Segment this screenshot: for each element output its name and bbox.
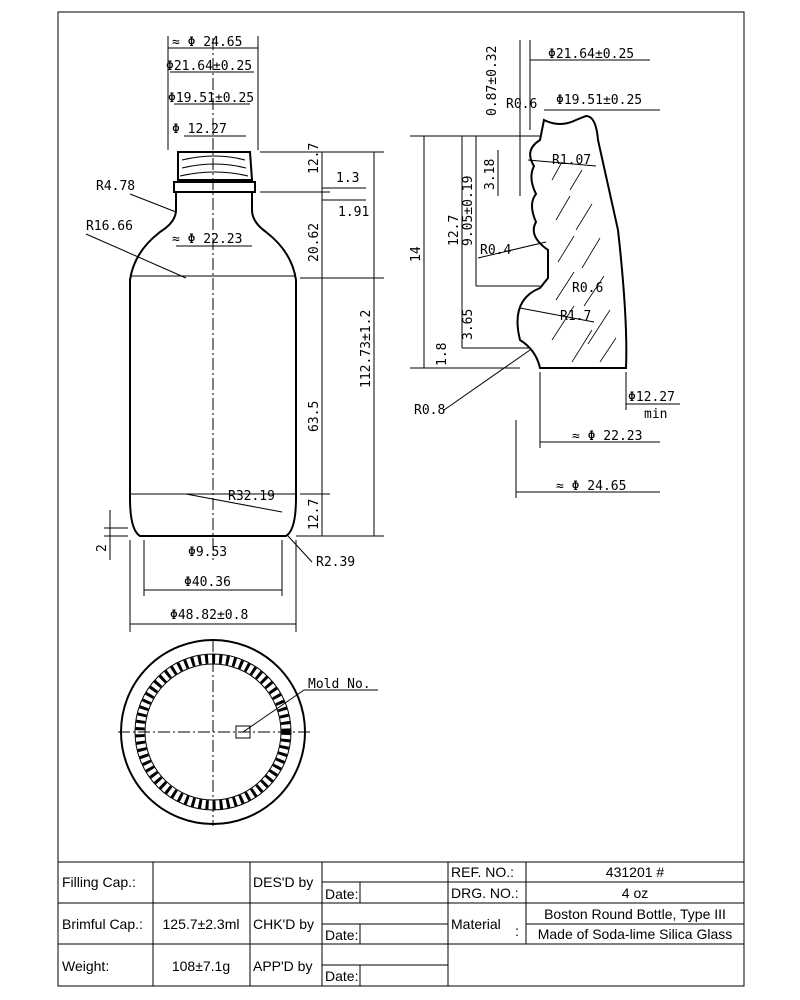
bottle-body-outline [129,192,297,537]
drg-no-value: 4 oz [622,885,648,901]
dim-r107: R1.07 [552,153,591,168]
bottle-finish [177,151,254,181]
material-line-1: Boston Round Bottle, Type III [544,906,726,922]
dim-3-65: 3.65 [461,309,476,340]
dim-0-87: 0.87±0.32 [485,46,500,116]
drawing-border [57,11,745,987]
dim-d4882: Φ48.82±0.8 [170,608,248,623]
checked-by-label: CHK'D by [253,916,314,932]
dim-r08: R0.8 [414,403,445,418]
material-label: Material [451,916,501,932]
dim-h191: 1.91 [338,205,369,220]
drg-no-label: DRG. NO.: [451,885,519,901]
dim-14: 14 [409,246,424,262]
dim-h2062: 20.62 [307,223,322,262]
brimful-cap-label: Brimful Cap.: [62,916,143,932]
dim-detail-d2223: ≈ Φ 22.23 [572,429,642,444]
weight-value: 108±7.1g [172,958,230,974]
finish-detail-section: 0.87±0.32 Φ21.64±0.25 R0.6 Φ19.51±0.25 R… [409,40,680,498]
dim-r239: R2.39 [316,555,355,570]
designed-date-label: Date: [325,886,358,902]
dim-detail-d2465: ≈ Φ 24.65 [556,479,626,494]
checked-date-label: Date: [325,927,358,943]
mold-no-label: Mold No. [308,677,371,692]
weight-label: Weight: [62,958,109,974]
dim-min: min [644,407,667,422]
dim-root-dia: Φ19.51±0.25 [168,91,254,106]
brimful-cap-value: 125.7±2.3ml [163,916,240,932]
dim-top-dia: ≈ Φ 24.65 [172,35,242,50]
dim-r06-top: R0.6 [506,97,537,112]
approved-by-label: APP'D by [253,958,312,974]
bottle-bottom-view: Mold No. [118,639,378,826]
dim-neck-dia: ≈ Φ 22.23 [172,232,242,247]
neck-ring [173,181,256,193]
dim-d953: Φ9.53 [188,545,227,560]
approved-date-label: Date: [325,968,358,984]
dim-bore-dia: Φ 12.27 [172,122,227,137]
dim-h2: 2 [95,544,110,552]
dim-h127-bot: 12.7 [307,499,322,530]
dim-9-05: 9.05±0.19 [461,176,476,246]
dim-r04: R0.4 [480,243,511,258]
mold-number-box [235,725,251,739]
dim-3-18: 3.18 [483,159,498,190]
dim-thread-dia: Φ21.64±0.25 [166,59,252,74]
material-separator: : [508,923,519,939]
dim-1-8: 1.8 [435,343,450,366]
bottle-elevation: ≈ Φ 24.65 Φ21.64±0.25 Φ19.51±0.25 Φ 12.2… [85,35,384,632]
dim-d4036: Φ40.36 [184,575,231,590]
finish-profile [516,114,628,369]
dim-r478: R4.78 [96,179,135,194]
dim-detail-d2164: Φ21.64±0.25 [548,47,634,62]
section-hatching [551,161,617,363]
material-line-2: Made of Soda-lime Silica Glass [538,926,733,942]
designed-by-label: DES'D by [253,874,313,890]
dim-r06-mid: R0.6 [572,281,603,296]
ref-no-label: REF. NO.: [451,864,514,880]
dim-h127-top: 12.7 [307,143,322,174]
dim-r1666: R16.66 [86,219,133,234]
dim-total-height: 112.73±1.2 [359,310,374,388]
dim-h635: 63.5 [307,401,322,432]
dim-detail-d1227: Φ12.27 [628,390,675,405]
dim-r3219: R32.19 [228,489,275,504]
title-block: Filling Cap.: Brimful Cap.: 125.7±2.3ml … [58,861,744,986]
dim-detail-d1951: Φ19.51±0.25 [556,93,642,108]
thread-lines [179,155,249,177]
ref-no-value: 431201 # [606,864,665,880]
dim-h13: 1.3 [336,171,359,186]
dim-12-7: 12.7 [447,215,462,246]
filling-cap-label: Filling Cap.: [62,874,136,890]
